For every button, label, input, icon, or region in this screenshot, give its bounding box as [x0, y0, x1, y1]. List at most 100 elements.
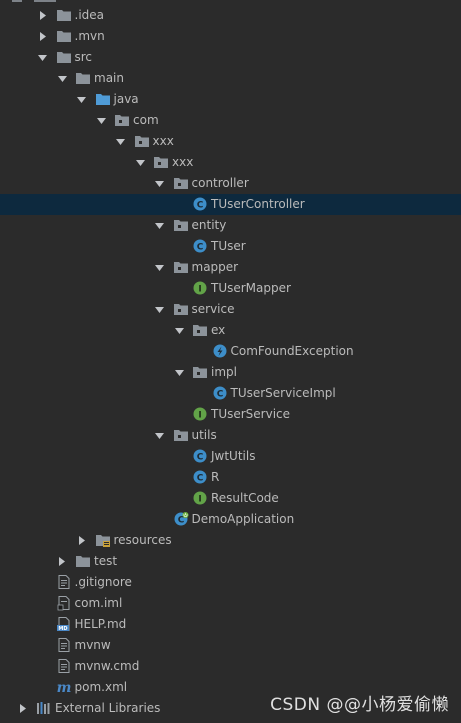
libraries-icon: [36, 700, 52, 716]
expanded-arrow-icon[interactable]: [115, 131, 127, 152]
text-file-icon: [56, 574, 72, 590]
tree-row-help-md-29[interactable]: MD HELP.md: [0, 614, 461, 635]
folder-icon: [75, 70, 91, 86]
expanded-arrow-icon[interactable]: [154, 257, 166, 278]
package-icon: [192, 364, 208, 380]
tree-row-java-4[interactable]: java: [0, 89, 461, 110]
module-file-icon: [56, 595, 72, 611]
collapsed-arrow-icon[interactable]: [17, 698, 29, 719]
tree-row-mvnw-cmd-31[interactable]: mvnw.cmd: [0, 656, 461, 677]
tree-row-test-26[interactable]: test: [0, 551, 461, 572]
collapsed-arrow-icon[interactable]: [37, 5, 49, 26]
interface-icon: I: [192, 490, 208, 506]
tree-row-comfoundexception-16[interactable]: ComFoundException: [0, 341, 461, 362]
svg-text:C: C: [216, 390, 223, 400]
expanded-arrow-icon[interactable]: [173, 320, 185, 341]
tree-row-external-libraries-33[interactable]: External Libraries: [0, 698, 461, 719]
expanded-arrow-icon[interactable]: [37, 47, 49, 68]
svg-text:I: I: [198, 411, 201, 421]
package-icon: [173, 427, 189, 443]
expanded-arrow-icon[interactable]: [154, 299, 166, 320]
tree-row-label: utils: [191, 428, 217, 442]
class-icon: C: [192, 448, 208, 464]
tree-row-label: .gitignore: [74, 575, 132, 589]
tree-row-label: DemoApplication: [191, 512, 295, 526]
tree-row-entity-10[interactable]: entity: [0, 215, 461, 236]
tree-row-label: TUserService: [211, 407, 291, 421]
class-icon: C: [212, 385, 228, 401]
tree-row-label: service: [191, 302, 235, 316]
csdn-watermark: CSDN @@小杨爱偷懒: [270, 695, 449, 715]
markdown-file-icon: MD: [56, 616, 72, 632]
tree-row-service-14[interactable]: service: [0, 299, 461, 320]
expanded-arrow-icon[interactable]: [95, 110, 107, 131]
text-file-icon: [56, 637, 72, 653]
tree-row-com-5[interactable]: com: [0, 110, 461, 131]
expanded-arrow-icon[interactable]: [154, 215, 166, 236]
svg-text:C: C: [197, 243, 204, 253]
tree-row-label: java: [113, 92, 139, 106]
tree-row-tuser-11[interactable]: C TUser: [0, 236, 461, 257]
package-icon: [153, 154, 169, 170]
tree-row-mvn-1[interactable]: .mvn: [0, 26, 461, 47]
interface-icon: I: [192, 280, 208, 296]
tree-row-utils-20[interactable]: utils: [0, 425, 461, 446]
package-icon: [173, 175, 189, 191]
svg-text:C: C: [177, 516, 184, 526]
tree-row-label: HELP.md: [74, 617, 127, 631]
tree-row-demoapplication-24[interactable]: C DemoApplication: [0, 509, 461, 530]
svg-text:I: I: [198, 495, 201, 505]
tree-row-label: .mvn: [74, 29, 105, 43]
expanded-arrow-icon[interactable]: [56, 68, 68, 89]
tree-row-label: main: [94, 71, 124, 85]
expanded-arrow-icon[interactable]: [154, 425, 166, 446]
tree-row-mvnw-30[interactable]: mvnw: [0, 635, 461, 656]
tree-row-mapper-12[interactable]: mapper: [0, 257, 461, 278]
tree-row-impl-17[interactable]: impl: [0, 362, 461, 383]
tree-row-label: JwtUtils: [211, 449, 256, 463]
collapsed-arrow-icon[interactable]: [76, 530, 88, 551]
class-icon: C: [192, 238, 208, 254]
expanded-arrow-icon[interactable]: [134, 152, 146, 173]
svg-text:C: C: [197, 201, 204, 211]
tree-row-label: ex: [211, 323, 226, 337]
tree-row-xxx-7[interactable]: xxx: [0, 152, 461, 173]
tree-row-xxx-6[interactable]: xxx: [0, 131, 461, 152]
tree-row-main-3[interactable]: main: [0, 68, 461, 89]
tree-row-label: pom.xml: [74, 680, 128, 694]
tree-row-src-2[interactable]: src: [0, 47, 461, 68]
tree-row-label: TUserServiceImpl: [230, 386, 336, 400]
tree-row-ex-15[interactable]: ex: [0, 320, 461, 341]
tree-row-controller-8[interactable]: controller: [0, 173, 461, 194]
expanded-arrow-icon[interactable]: [154, 173, 166, 194]
tree-row-gitignore-27[interactable]: .gitignore: [0, 572, 461, 593]
collapsed-arrow-icon[interactable]: [37, 26, 49, 47]
tree-row-idea-0[interactable]: .idea: [0, 5, 461, 26]
source-folder-icon: [95, 91, 111, 107]
package-icon: [114, 112, 130, 128]
class-icon: C: [192, 196, 208, 212]
tree-row-com-iml-28[interactable]: com.iml: [0, 593, 461, 614]
tree-row-tuserserviceimpl-18[interactable]: C TUserServiceImpl: [0, 383, 461, 404]
expanded-arrow-icon[interactable]: [173, 362, 185, 383]
tree-row-resources-25[interactable]: resources: [0, 530, 461, 551]
tree-row-tuserservice-19[interactable]: I TUserService: [0, 404, 461, 425]
spring-boot-class-icon: C: [173, 511, 189, 527]
tree-row-label: TUser: [211, 239, 246, 253]
scroll-top-edge: [0, 0, 461, 2]
tree-row-label: com.iml: [74, 596, 123, 610]
maven-pom-icon: m: [56, 679, 72, 695]
package-icon: [173, 259, 189, 275]
expanded-arrow-icon[interactable]: [76, 89, 88, 110]
collapsed-arrow-icon[interactable]: [56, 551, 68, 572]
package-icon: [173, 217, 189, 233]
svg-text:MD: MD: [58, 626, 67, 632]
resources-folder-icon: [95, 532, 111, 548]
